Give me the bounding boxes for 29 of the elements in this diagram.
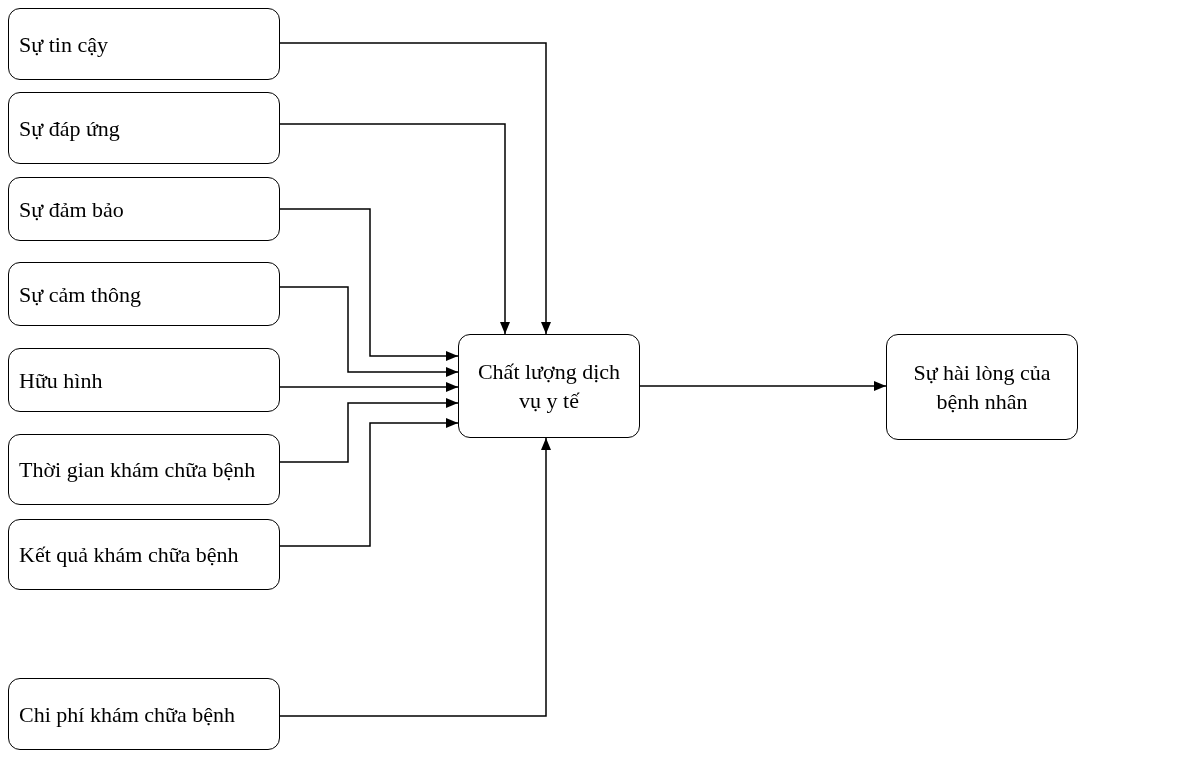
box-label: Thời gian khám chữa bệnh	[19, 456, 256, 484]
process-box	[8, 519, 280, 590]
box-label: Chi phí khám chữa bệnh	[19, 700, 235, 729]
box-label: Sự đảm bảo	[19, 195, 124, 224]
process-box	[8, 348, 280, 412]
process-box	[886, 334, 1078, 440]
box-label: Hữu hình	[19, 366, 103, 395]
arrow	[279, 123, 510, 335]
arrow	[279, 42, 551, 335]
box-label: Kết quả khám chữa bệnh	[19, 541, 239, 569]
process-box	[8, 177, 280, 241]
box-label: Chất lượng dịch vụ y tế	[476, 358, 622, 415]
box-label: Sự tin cậy	[19, 30, 108, 59]
box-label: Sự cảm thông	[19, 280, 141, 309]
process-box	[8, 8, 280, 80]
process-box	[8, 262, 280, 326]
arrow	[279, 286, 459, 377]
arrow	[279, 418, 459, 547]
arrow	[279, 208, 459, 361]
arrow	[639, 381, 887, 391]
arrow	[279, 398, 459, 463]
box-label: Sự đáp ứng	[19, 114, 120, 143]
box-label: Sự hài lòng của bệnh nhân	[912, 359, 1052, 416]
arrow	[279, 437, 551, 717]
process-box	[8, 434, 280, 505]
process-box	[458, 334, 640, 438]
process-box	[8, 678, 280, 750]
process-box	[8, 92, 280, 164]
arrow	[279, 382, 459, 392]
